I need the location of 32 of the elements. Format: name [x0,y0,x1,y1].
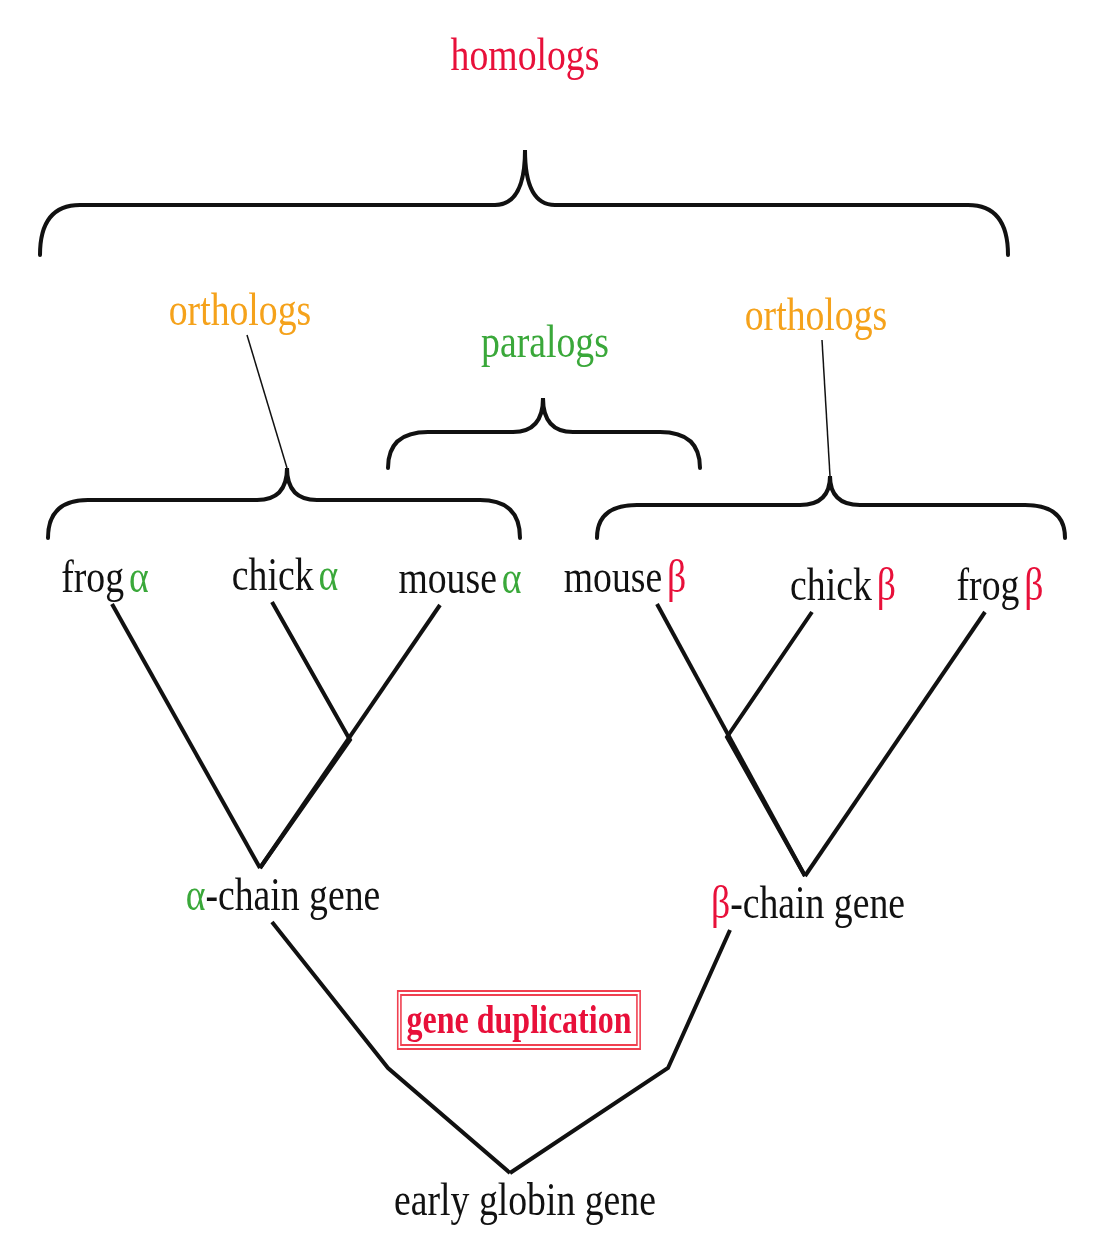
gene-symbol: α [318,550,339,600]
species-name: frog [61,552,125,602]
species-name: mouse [563,552,663,602]
category-label: paralogs [481,317,609,367]
tree-branch [270,920,512,1175]
tree-branch [110,603,262,869]
species-name: mouse [398,553,497,603]
species-name: chick [790,560,872,610]
tree-branch [258,603,442,870]
gene-symbol: α [185,870,206,920]
species-name: frog [956,560,1020,610]
leader-line [821,339,831,477]
gene-symbol: β [1024,560,1044,610]
tree-branch [724,610,814,877]
gene-name: -chain gene [205,870,381,920]
leader-line [246,334,288,469]
gene-name: -chain gene [730,878,906,928]
gene-symbol: α [129,552,149,602]
gene-name: early globin gene [394,1175,656,1225]
category-label: orthologs [168,285,312,335]
event-box: gene duplication [396,990,642,1050]
category-label: orthologs [744,290,888,340]
curly-brace [595,474,1067,540]
category-label: homologs [450,30,600,80]
species-name: chick [231,550,314,600]
tree-branch [508,929,732,1175]
gene-symbol: α [501,553,522,603]
gene-symbol: β [710,878,731,928]
gene-symbol: β [876,560,896,610]
curly-brace [46,466,522,540]
tree-branch [803,610,987,878]
gene-symbol: β [667,552,687,602]
